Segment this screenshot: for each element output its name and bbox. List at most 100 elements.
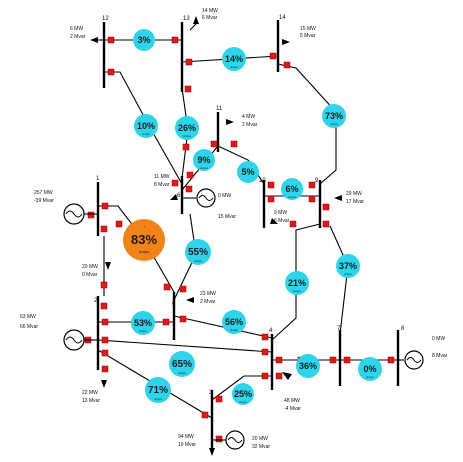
load-5-mw: 23 MW: [200, 291, 216, 297]
breaker-icon[interactable]: [308, 181, 316, 189]
flow-pie[interactable]: 6% Amps: [281, 178, 303, 200]
gen-6-mvar: 15 Mvar: [218, 214, 236, 220]
breaker-icon[interactable]: [179, 285, 187, 293]
flow-unit: Amps: [183, 134, 191, 138]
breaker-icon[interactable]: [215, 435, 223, 443]
breaker-icon[interactable]: [322, 203, 330, 211]
flow-unit: Amps: [344, 272, 352, 276]
breaker-icon[interactable]: [267, 195, 275, 203]
line-2-4[interactable]: [97, 339, 273, 353]
breaker-icon[interactable]: [184, 85, 192, 93]
breaker-icon[interactable]: [261, 333, 269, 341]
breaker-icon[interactable]: [171, 179, 179, 187]
breaker-icon[interactable]: [308, 195, 316, 203]
breaker-icon[interactable]: [275, 372, 283, 380]
load-4-mvar: -4 Mvar: [284, 406, 301, 412]
load-arrows: [90, 16, 342, 456]
flow-pie[interactable]: 9% Amps: [193, 149, 215, 171]
flow-pie[interactable]: 71% Amps: [145, 377, 171, 403]
flow-percent: 71%: [148, 385, 168, 396]
flow-pie[interactable]: 36%: [296, 354, 320, 378]
breaker-icon[interactable]: [100, 302, 108, 310]
bus-4-label: 4: [269, 328, 273, 334]
breaker-icon[interactable]: [261, 372, 269, 380]
load-9-mw: 29 MW: [346, 191, 362, 197]
breaker-icon[interactable]: [269, 52, 277, 60]
breaker-icon[interactable]: [329, 356, 337, 364]
flow-pie[interactable]: 56% Amps: [222, 310, 246, 334]
flow-percent: 6%: [285, 184, 298, 194]
breaker-icon[interactable]: [115, 220, 123, 228]
breaker-icon[interactable]: [343, 356, 351, 364]
load-arrow-icon: [270, 218, 278, 224]
flow-pie[interactable]: 65% Amps: [169, 351, 195, 377]
bus-11-label: 11: [216, 106, 223, 112]
breaker-icon[interactable]: [101, 336, 109, 344]
breaker-icon[interactable]: [101, 202, 109, 210]
flow-pie[interactable]: 25% Amps: [232, 383, 254, 405]
breaker-icon[interactable]: [210, 140, 218, 148]
flow-percent: 25%: [234, 389, 252, 399]
breaker-icon[interactable]: [162, 318, 170, 326]
line-5-4[interactable]: [173, 315, 273, 339]
generator-icon[interactable]: [63, 203, 98, 225]
flow-pie[interactable]: 3%: [133, 29, 155, 51]
breaker-icon[interactable]: [267, 181, 275, 189]
flow-pie[interactable]: 5%: [237, 161, 259, 183]
breaker-icon[interactable]: [107, 68, 115, 76]
breaker-icon[interactable]: [185, 58, 193, 66]
load-arrow-icon: [105, 262, 111, 270]
flow-percent: 9%: [197, 155, 210, 165]
flow-pie[interactable]: 73% Amps: [322, 104, 346, 128]
flow-pie[interactable]: ↑ 83% Amps: [123, 219, 165, 261]
breaker-icon[interactable]: [87, 211, 95, 219]
generator-icon[interactable]: [212, 430, 245, 450]
flow-pie[interactable]: 37% Amps: [336, 254, 360, 278]
breaker-icon[interactable]: [100, 225, 108, 233]
breaker-icon[interactable]: [289, 220, 297, 228]
flow-pie[interactable]: 26% Amps: [175, 116, 199, 140]
flow-pie[interactable]: 55% Amps: [185, 239, 211, 265]
flow-unit: Amps: [139, 249, 149, 254]
flow-percent: 0%: [363, 364, 376, 374]
line-11-10[interactable]: [217, 145, 265, 185]
flow-pie[interactable]: 10% Amps: [134, 114, 158, 138]
load-10-mvar: 6 Mvar: [274, 218, 290, 224]
breaker-icon[interactable]: [275, 356, 283, 364]
svg-text:↑: ↑: [143, 224, 145, 229]
flow-pie[interactable]: 0% Amps: [358, 357, 382, 381]
flow-unit: Amps: [194, 259, 202, 263]
flow-pie[interactable]: 53% Amps: [131, 311, 155, 335]
breaker-icon[interactable]: [186, 171, 194, 179]
breaker-icon[interactable]: [215, 395, 223, 403]
flow-percent: 5%: [241, 167, 254, 177]
breaker-icon[interactable]: [201, 411, 209, 419]
flow-pie[interactable]: 21% Amps: [285, 271, 309, 295]
line-7-9[interactable]: [329, 225, 349, 335]
generator-icon[interactable]: [63, 329, 98, 351]
breaker-icon[interactable]: [283, 61, 291, 69]
breaker-icon[interactable]: [163, 283, 171, 291]
breaker-icon[interactable]: [107, 36, 115, 44]
breaker-icon[interactable]: [185, 185, 193, 193]
breaker-icon[interactable]: [387, 356, 395, 364]
load-arrow-icon: [90, 37, 98, 43]
breaker-icon[interactable]: [100, 281, 108, 289]
breaker-icon[interactable]: [101, 365, 109, 373]
breaker-icon[interactable]: [171, 36, 179, 44]
generator-icon[interactable]: [182, 188, 216, 208]
breaker-icon[interactable]: [230, 140, 238, 148]
breaker-icon[interactable]: [101, 349, 109, 357]
flow-unit: Amps: [330, 122, 338, 126]
flow-pie[interactable]: 14% Amps: [222, 47, 246, 71]
load-2b-mw: 22 MW: [82, 390, 98, 396]
breaker-icon[interactable]: [101, 318, 109, 326]
breaker-icon[interactable]: [179, 315, 187, 323]
load-arrow-icon: [282, 39, 290, 45]
breaker-icon[interactable]: [261, 348, 269, 356]
gen-8-mvar: 8 Mvar: [432, 353, 448, 359]
breaker-icon[interactable]: [182, 143, 190, 151]
generator-icon[interactable]: [398, 350, 424, 370]
breaker-icon[interactable]: [322, 220, 330, 228]
flow-percent: 10%: [137, 121, 155, 131]
